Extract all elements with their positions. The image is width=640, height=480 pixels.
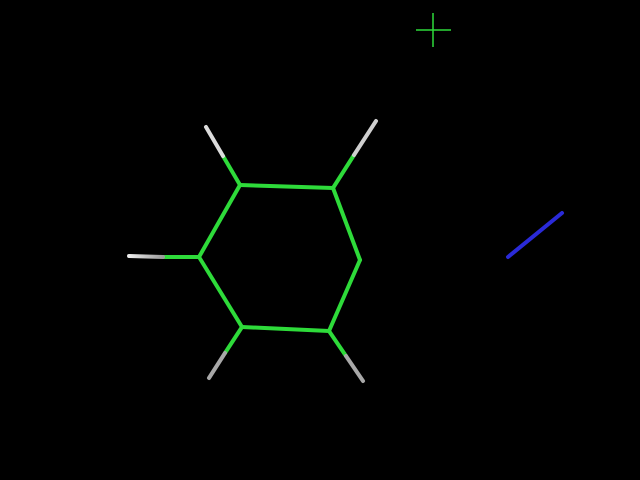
crosshair-cursor-icon <box>416 13 451 47</box>
hydrogen-bonds[interactable] <box>127 119 378 383</box>
ring-bond-2[interactable] <box>331 186 362 262</box>
ch-bond-top-left[interactable] <box>204 125 242 187</box>
ring-bond-5[interactable] <box>197 255 244 329</box>
ch-bond-top-right[interactable] <box>331 119 378 190</box>
ch-bond-bottom-left[interactable] <box>207 325 244 380</box>
ring-bond-1[interactable] <box>238 183 335 190</box>
ch-bond-left[interactable] <box>127 254 201 259</box>
ring-bond-3[interactable] <box>327 258 362 333</box>
blue-fragment-bond[interactable] <box>506 211 564 259</box>
benzene-ring[interactable] <box>197 183 362 333</box>
ring-bond-6[interactable] <box>197 183 242 259</box>
ch-bond-bottom-right[interactable] <box>327 329 365 383</box>
ring-bond-4[interactable] <box>240 325 331 333</box>
